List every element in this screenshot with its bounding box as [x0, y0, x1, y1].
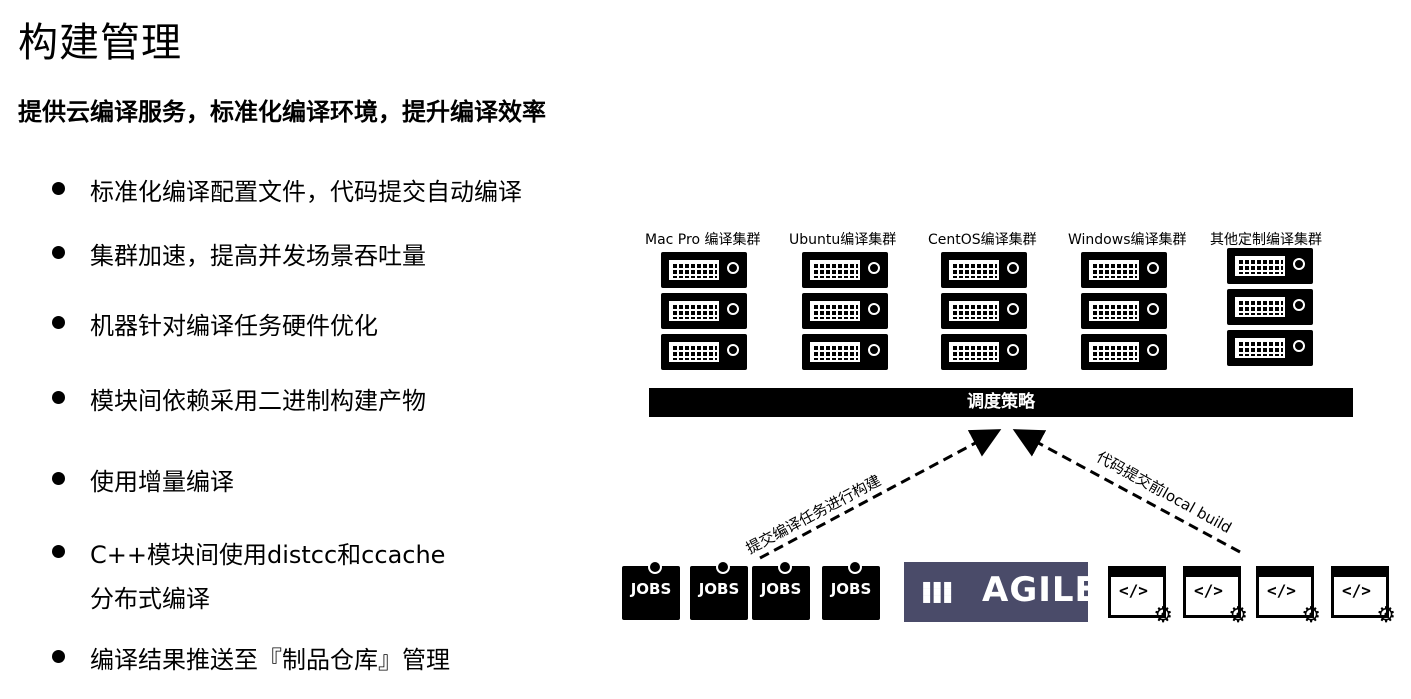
- bullet-dot-icon: [52, 391, 65, 404]
- code-window-icon: </>⚙: [1108, 566, 1173, 627]
- jobs-icon: JOBS: [622, 560, 680, 620]
- server-icon: [941, 334, 1027, 370]
- server-icon: [661, 293, 747, 329]
- server-icon: [941, 252, 1027, 288]
- server-icon: [1081, 334, 1167, 370]
- server-icon: [802, 293, 888, 329]
- server-stack-centos: [941, 252, 1027, 375]
- scheduler-bar: 调度策略: [649, 388, 1353, 417]
- jobs-icon: JOBS: [752, 560, 810, 620]
- server-icon: [1227, 248, 1313, 284]
- bullet-dot-icon: [52, 182, 65, 195]
- server-icon: [802, 334, 888, 370]
- agile-logo: ▪▪▪▪▪▪▪▪▪ AGILE: [904, 562, 1098, 622]
- page-subtitle: 提供云编译服务，标准化编译环境，提升编译效率: [18, 98, 546, 126]
- bullet-dot-icon: [52, 650, 65, 663]
- cluster-label-centos: CentOS编译集群: [928, 232, 1037, 248]
- gear-icon: ⚙: [1228, 603, 1248, 628]
- server-icon: [941, 293, 1027, 329]
- bullet-dot-icon: [52, 316, 65, 329]
- code-window-icon: </>⚙: [1256, 566, 1321, 627]
- server-icon: [1227, 330, 1313, 366]
- bullet-dot-icon: [52, 472, 65, 485]
- gear-icon: ⚙: [1301, 603, 1321, 628]
- server-stack-custom: [1227, 248, 1313, 371]
- cluster-label-custom: 其他定制编译集群: [1210, 232, 1322, 248]
- server-icon: [802, 252, 888, 288]
- cluster-label-windows: Windows编译集群: [1068, 232, 1187, 248]
- arrow-submit-build: [759, 429, 1002, 560]
- jobs-icon: JOBS: [690, 560, 748, 620]
- arrow-local-build: [1012, 429, 1241, 554]
- code-window-icon: </>⚙: [1183, 566, 1248, 627]
- cluster-label-macpro: Mac Pro 编译集群: [645, 232, 761, 248]
- server-stack-ubuntu: [802, 252, 888, 375]
- gear-icon: ⚙: [1376, 603, 1396, 628]
- server-stack-windows: [1081, 252, 1167, 375]
- bullet-dot-icon: [52, 545, 65, 558]
- page-title: 构建管理: [18, 20, 182, 66]
- cluster-label-ubuntu: Ubuntu编译集群: [789, 232, 897, 248]
- server-icon: [1081, 252, 1167, 288]
- gear-icon: ⚙: [1153, 603, 1173, 628]
- jobs-icon: JOBS: [822, 560, 880, 620]
- agile-grid-icon: ▪▪▪▪▪▪▪▪▪: [922, 577, 954, 607]
- bullet-dot-icon: [52, 246, 65, 259]
- server-stack-macpro: [661, 252, 747, 375]
- server-icon: [1227, 289, 1313, 325]
- code-window-icon: </>⚙: [1331, 566, 1396, 627]
- server-icon: [661, 334, 747, 370]
- server-icon: [661, 252, 747, 288]
- server-icon: [1081, 293, 1167, 329]
